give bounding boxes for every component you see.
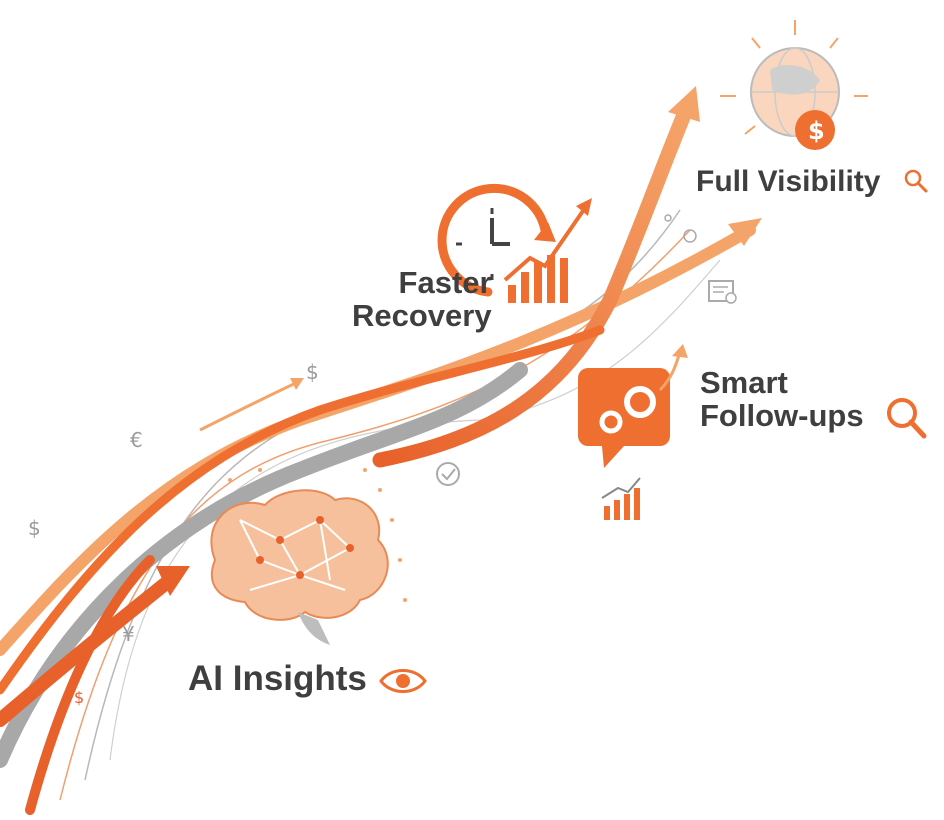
bar-chart-icon: [503, 198, 592, 303]
smart-followups-label: Smart Follow-ups: [700, 366, 864, 433]
currency-dollar-top: $: [306, 360, 319, 384]
eye-icon: [379, 669, 427, 693]
globe-icon: [720, 20, 868, 137]
grey-ribbon: [0, 362, 528, 768]
coin-dollar-symbol: $: [808, 117, 825, 145]
search-icon: [887, 398, 927, 439]
ribbon-main-arrowhead: [668, 86, 700, 122]
recovery-label-line: Recovery: [352, 298, 492, 334]
ai-insights-label: AI Insights: [188, 659, 367, 698]
faster-label-line: Faster: [398, 265, 492, 300]
brain-icon: [210, 468, 407, 645]
full-visibility-label: Full Visibility: [696, 165, 881, 198]
check-circle-icon: [436, 462, 460, 486]
small-arrow-line: [199, 380, 299, 432]
ribbon-mid: [0, 325, 605, 695]
small-dot: [664, 214, 672, 222]
currency-dollar-left: $: [28, 516, 41, 540]
coin-icon: [795, 110, 835, 150]
small-coin-icon: [683, 229, 697, 243]
small-arrowhead: [290, 378, 304, 390]
ribbon-upper-arrowhead: [728, 218, 762, 246]
currency-yen: ¥: [122, 622, 135, 646]
currency-dollar-bottom: $: [74, 688, 85, 707]
followups-label-line: Follow-ups: [700, 398, 864, 434]
currency-euro: €: [130, 428, 143, 452]
small-search-icon: [904, 169, 928, 193]
faster-recovery-label: Faster Recovery: [330, 266, 492, 333]
ribbon-lower-arrowhead: [156, 566, 190, 596]
smart-label-line: Smart: [700, 365, 788, 400]
ribbon-bottom: [25, 555, 155, 815]
clock-icon: [437, 183, 556, 297]
gear-chat-icon: [578, 344, 688, 468]
ribbon-main: [372, 102, 694, 468]
document-icon: [708, 280, 737, 304]
small-bar-chart-icon: [601, 477, 641, 520]
